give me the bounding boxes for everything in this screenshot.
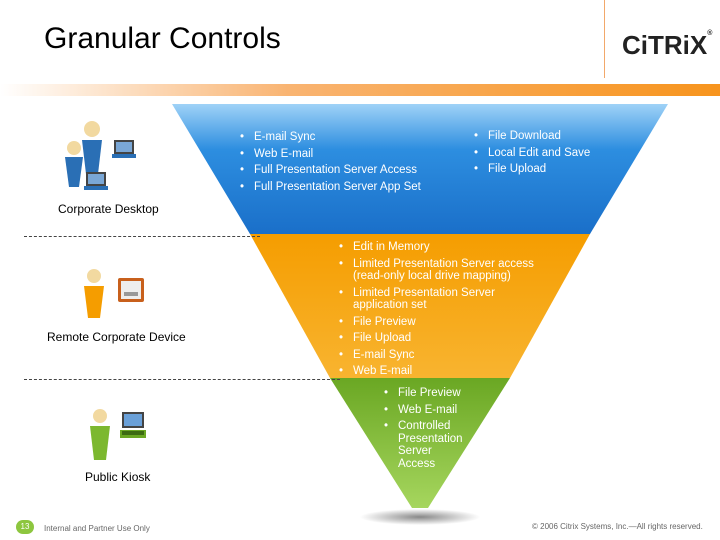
list-item: Limited Presentation Server access (read… (339, 258, 549, 283)
list-item: File Preview (339, 316, 549, 329)
logo-trademark: ® (707, 30, 713, 37)
page-number-badge: 13 (16, 520, 34, 534)
corporate-users-icon (65, 121, 136, 190)
funnel-shadow (360, 509, 480, 525)
list-item: Web E-mail (240, 146, 460, 163)
corporate-desktop-list-left: E-mail Sync Web E-mail Full Presentation… (240, 129, 460, 195)
footer-usage-note: Internal and Partner Use Only (44, 524, 150, 533)
group-label-public-kiosk: Public Kiosk (85, 470, 151, 484)
list-item: E-mail Sync (339, 349, 549, 362)
kiosk-user-icon (90, 409, 146, 460)
remote-user-icon (84, 269, 144, 318)
list-item: Edit in Memory (339, 241, 549, 254)
footer-copyright: © 2006 Citrix Systems, Inc.—All rights r… (532, 522, 703, 531)
header-bar (0, 84, 720, 96)
list-item: Web E-mail (339, 365, 549, 378)
list-item: File Preview (384, 387, 474, 400)
list-item: File Download (474, 128, 624, 145)
list-item: Local Edit and Save (474, 145, 624, 162)
list-item: File Upload (474, 161, 624, 178)
list-item: Full Presentation Server App Set (240, 179, 460, 196)
page-title: Granular Controls (44, 22, 281, 55)
list-item: Controlled Presentation Server Access (384, 420, 466, 470)
list-item: File Upload (339, 332, 549, 345)
header-divider (604, 0, 605, 78)
separator-2 (24, 379, 340, 380)
public-kiosk-list: File Preview Web E-mail Controlled Prese… (384, 387, 474, 474)
list-item: Full Presentation Server Access (240, 162, 460, 179)
group-label-corporate-desktop: Corporate Desktop (58, 202, 159, 216)
list-item: E-mail Sync (240, 129, 460, 146)
list-item: Web E-mail (384, 404, 474, 417)
logo-text: CiTRiX (622, 30, 708, 60)
list-item: Limited Presentation Server application … (339, 287, 513, 312)
remote-device-list: Edit in Memory Limited Presentation Serv… (339, 241, 549, 382)
group-label-remote-corporate-device: Remote Corporate Device (47, 330, 186, 344)
corporate-desktop-list-right: File Download Local Edit and Save File U… (474, 128, 624, 178)
citrix-logo: CiTRiX® (622, 30, 712, 61)
separator-1 (24, 236, 260, 237)
